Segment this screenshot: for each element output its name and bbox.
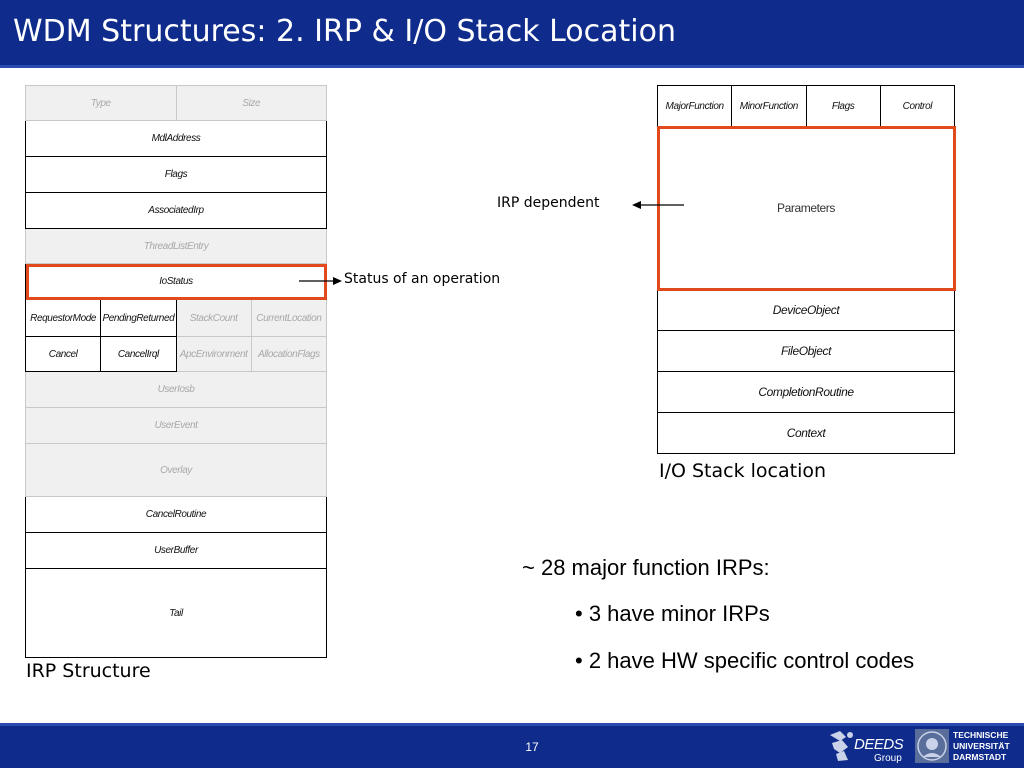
bullet-minor-irps: • 3 have minor IRPs bbox=[575, 601, 770, 626]
svg-text:DARMSTADT: DARMSTADT bbox=[953, 752, 1007, 762]
svg-text:UNIVERSITÄT: UNIVERSITÄT bbox=[953, 741, 1010, 751]
io-field-control: Control bbox=[879, 85, 956, 127]
irp-field-currentlocation: CurrentLocation bbox=[250, 299, 328, 337]
irp-field-userbuffer: UserBuffer bbox=[25, 532, 327, 569]
slide-title: WDM Structures: 2. IRP & I/O Stack Locat… bbox=[13, 14, 677, 49]
io-field-context: Context bbox=[657, 412, 955, 454]
footer-bar: 17 DEEDS Group TECHNISCHE UNIVERSITÄT DA… bbox=[0, 723, 1024, 768]
bullet-major-functions: ~ 28 major function IRPs: bbox=[522, 555, 770, 580]
io-stack-caption: I/O Stack location bbox=[659, 460, 827, 482]
irp-field-cancel: Cancel bbox=[24, 336, 102, 372]
irp-field-iostatus: IoStatus bbox=[25, 263, 327, 300]
status-arrow bbox=[299, 277, 342, 285]
footer-rule bbox=[0, 723, 1024, 726]
irp-dependent-annotation: IRP dependent bbox=[497, 195, 600, 211]
irp-field-apcenvironment: ApcEnvironment bbox=[175, 336, 252, 372]
title-bar: WDM Structures: 2. IRP & I/O Stack Locat… bbox=[0, 0, 1024, 68]
irp-field-overlay: Overlay bbox=[25, 443, 327, 497]
page-number: 17 bbox=[525, 740, 539, 754]
irp-field-stackcount: StackCount bbox=[175, 299, 252, 337]
svg-text:TECHNISCHE: TECHNISCHE bbox=[953, 730, 1009, 740]
bullet-control-codes: • 2 have HW specific control codes bbox=[575, 648, 915, 673]
irp-field-useriosb: UserIosb bbox=[25, 371, 327, 408]
irp-field-tail: Tail bbox=[25, 568, 327, 658]
irp-field-cancelirql: CancelIrql bbox=[100, 336, 177, 372]
irp-dependent-arrow bbox=[632, 201, 684, 209]
status-annotation: Status of an operation bbox=[344, 271, 501, 287]
io-field-minorfunction: MinorFunction bbox=[731, 85, 807, 127]
irp-field-threadlistentry: ThreadListEntry bbox=[25, 228, 327, 264]
io-field-completionroutine: CompletionRoutine bbox=[657, 371, 955, 413]
title-rule bbox=[0, 65, 1024, 68]
irp-structure-caption: IRP Structure bbox=[26, 660, 151, 682]
io-field-parameters: Parameters bbox=[656, 125, 956, 291]
irp-field-requestormode: RequestorMode bbox=[24, 299, 102, 337]
tu-darmstadt-logo: TECHNISCHE UNIVERSITÄT DARMSTADT bbox=[915, 729, 1010, 763]
irp-structure-table: Type Size MdlAddress Flags AssociatedIrp… bbox=[24, 85, 328, 658]
io-field-majorfunction: MajorFunction bbox=[656, 85, 733, 127]
io-stack-location-table: MajorFunction MinorFunction Flags Contro… bbox=[656, 85, 956, 454]
deeds-group-logo: DEEDS Group bbox=[830, 731, 904, 764]
irp-field-associatedirp: AssociatedIrp bbox=[25, 192, 327, 229]
svg-text:DEEDS: DEEDS bbox=[854, 736, 904, 753]
irp-field-allocationflags: AllocationFlags bbox=[250, 336, 328, 372]
irp-field-size: Size bbox=[175, 85, 327, 121]
svg-text:Group: Group bbox=[874, 753, 902, 764]
irp-field-flags: Flags bbox=[25, 156, 327, 193]
irp-field-userevent: UserEvent bbox=[25, 407, 327, 444]
irp-field-mdladdress: MdlAddress bbox=[25, 120, 327, 157]
io-field-fileobject: FileObject bbox=[657, 330, 955, 372]
